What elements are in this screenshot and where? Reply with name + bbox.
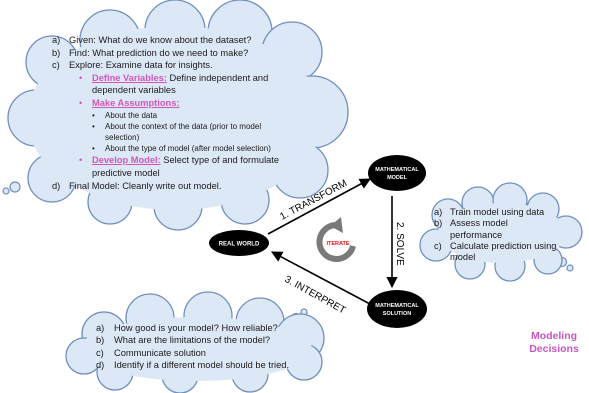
make-assumptions-label: Make Assumptions: [92,97,180,108]
list-item: • About the data [92,110,158,120]
list-item: b) Assess model [434,218,508,229]
develop-model-label: Develop Model: [92,155,161,166]
list-item: b) What are the limitations of the model… [96,335,271,346]
real-world-label: REAL WORLD [219,242,260,248]
list-item: b) Find: What prediction do we need to m… [52,47,249,58]
list-item: c) Explore: Examine data for insights. [52,60,213,71]
define-variables-item: • Define Variables: Define independent a… [79,72,269,83]
formulate-cloud-text: a) Given: What do we know about the data… [52,34,322,192]
assumptions-list: • About the data • About the context of … [52,110,322,155]
develop-model-item: • Develop Model: Select type of and form… [79,155,280,166]
mathematical-model-node: MATHEMATICAL MODEL [368,155,426,191]
solve-label: 2. SOLVE [394,222,405,266]
list-item: c) Calculate prediction using [434,240,557,251]
make-assumptions-item: • Make Assumptions: [79,97,180,108]
math-model-line2: MODEL [387,175,408,181]
list-item: d) Identify if a different model should … [96,360,290,371]
caption-line1: Modeling [530,330,578,342]
interpret-cloud-text: a) How good is your model? How reliable?… [96,322,311,372]
list-item: • About the context of the data (prior t… [92,121,262,131]
list-item: c) Communicate solution [96,347,206,358]
interpret-label: 3. INTERPRET [283,274,348,316]
list-item: a) Train model using data [434,207,545,217]
formulate-cloud [2,0,349,231]
iterate-label: ITERATE [326,241,349,247]
list-item: a) How good is your model? How reliable? [96,323,278,333]
solve-cloud [419,182,583,282]
interpret-cloud [65,291,325,393]
list-item: a) Given: What do we know about the data… [52,35,252,45]
iterate-icon [316,217,356,262]
real-world-node: REAL WORLD [209,230,269,256]
define-variables-label: Define Variables: [92,72,167,83]
math-model-line1: MATHEMATICAL [375,167,419,173]
cycle-arrows [267,178,398,305]
solve-cloud-text: a) Train model using data b) Assess mode… [434,207,579,263]
list-item: • About the type of model (after model s… [92,144,271,154]
mathematical-solution-node: MATHEMATICAL SOLUTION [367,290,427,328]
math-solution-line2: SOLUTION [383,311,411,317]
interpret-arrow [271,251,371,305]
math-solution-line1: MATHEMATICAL [375,303,419,309]
modeling-decisions-caption: Modeling Decisions [524,330,584,356]
list-item: d) Final Model: Cleanly write out model. [52,180,222,191]
caption-line2: Decisions [529,343,579,355]
transform-arrow [267,178,371,235]
